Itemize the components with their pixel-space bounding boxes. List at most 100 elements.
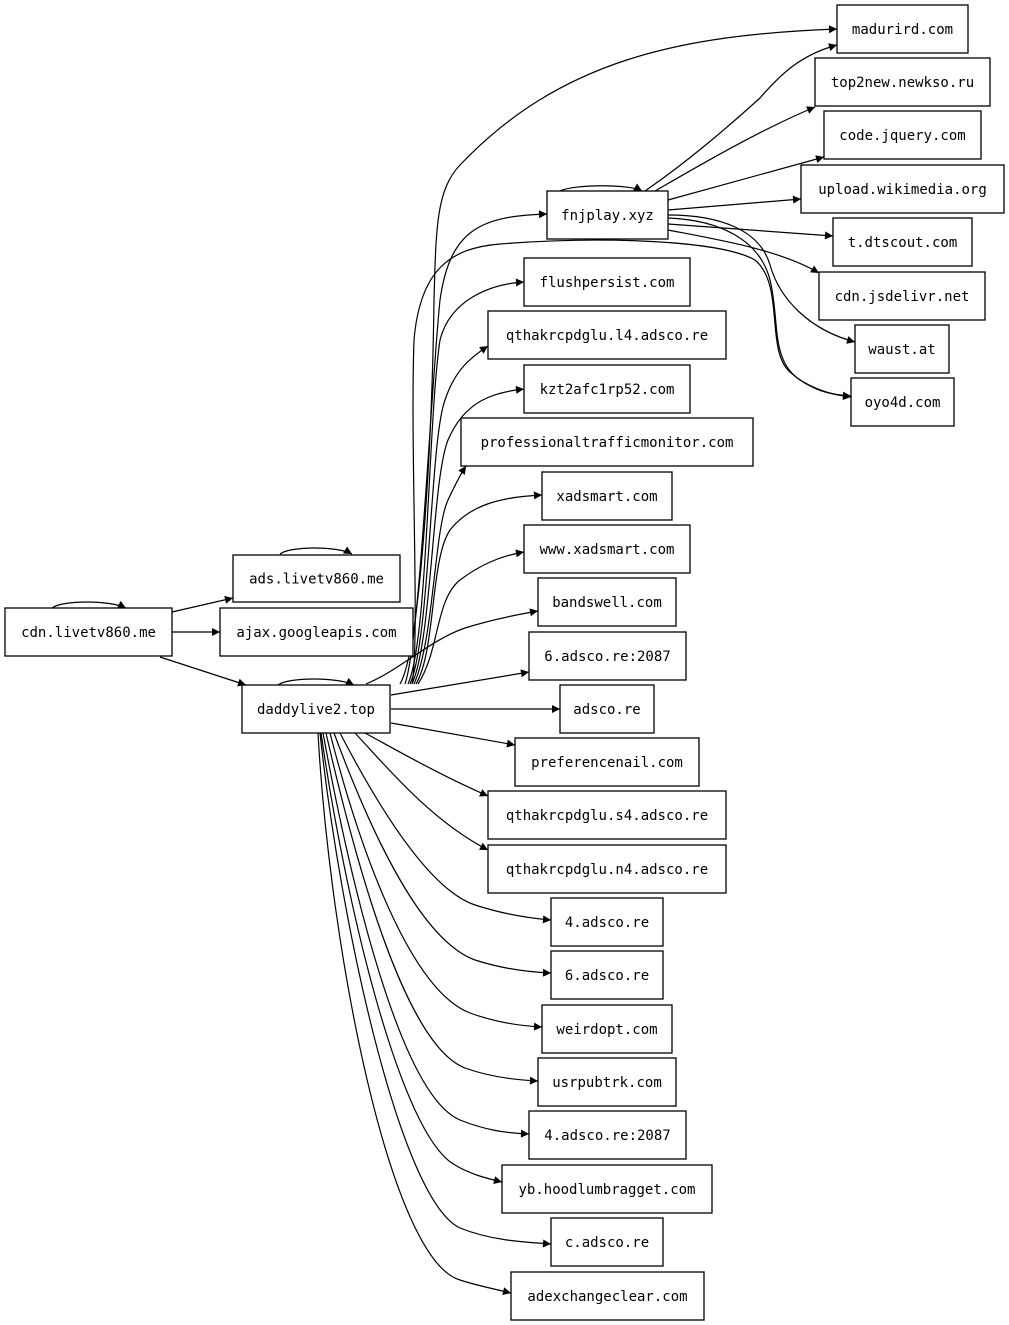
node-label: flushpersist.com [540,275,675,291]
node-label: t.dtscout.com [848,235,958,251]
node-www-xadsmart-com[interactable]: www.xadsmart.com [523,524,691,574]
node-box [487,310,727,360]
edge-daddylive2-to-yb-hoodlum [320,732,503,1185]
node-box [487,844,727,894]
edge-daddylive2-to-4-adsco-2087 [322,732,530,1138]
node-madurird-com[interactable]: madurird.com [836,4,969,54]
node-box [541,1004,673,1054]
node-label: waust.at [868,342,935,358]
edge-daddylive2-to-4-adsco [339,732,552,924]
node-qthakrcpdglu-n4-adsco-re[interactable]: qthakrcpdglu.n4.adsco.re [487,844,727,894]
node-4-adsco-re[interactable]: 4.adsco.re [550,897,664,947]
node-box [219,607,414,657]
node-4-adsco-re-2087[interactable]: 4.adsco.re:2087 [528,1110,687,1160]
node-qthakrcpdglu-l4-adsco-re[interactable]: qthakrcpdglu.l4.adsco.re [487,310,727,360]
edge-cdn-livetv-to-ads-livetv [171,595,234,613]
node-label: adexchangeclear.com [527,1289,687,1305]
node-ajax-googleapis-com[interactable]: ajax.googleapis.com [219,607,414,657]
edge-daddylive2-to-qthak-l4 [409,345,489,685]
node-box [800,164,1005,214]
edge-cdn-livetv-self [51,600,127,609]
node-label: kzt2afc1rp52.com [540,382,675,398]
node-cdn-jsdelivr-net[interactable]: cdn.jsdelivr.net [818,271,986,321]
edge-daddylive2-to-c-adsco [319,732,552,1248]
node-waust-at[interactable]: waust.at [854,324,950,374]
edge-daddylive2-to-madurird [399,25,838,685]
edge-fnjplay-self [559,183,643,192]
edge-fnjplay-to-oyo4d [667,217,852,400]
node-code-jquery-com[interactable]: code.jquery.com [823,110,982,160]
node-label: adsco.re [573,702,640,718]
node-box [528,1110,687,1160]
node-weirdopt-com[interactable]: weirdopt.com [541,1004,673,1054]
node-box [487,790,727,840]
node-preferencenail-com[interactable]: preferencenail.com [514,737,700,787]
edge-daddylive2-to-proftraffic [413,465,467,685]
node-oyo4d-com[interactable]: oyo4d.com [850,377,955,427]
node-box [836,4,969,54]
node-box [528,631,687,681]
node-6-adsco-re[interactable]: 6.adsco.re [550,950,664,1000]
node-usrpubtrk-com[interactable]: usrpubtrk.com [537,1057,677,1107]
node-label: preferencenail.com [531,755,683,771]
edge-daddylive2-to-preferencenail [390,722,516,748]
node-box [4,607,173,657]
node-label: weirdopt.com [556,1022,657,1038]
edge-daddylive2-self [277,677,355,686]
node-cdn-livetv860-me[interactable]: cdn.livetv860.me [4,607,173,657]
edge-fnjplay-to-madurird [644,43,838,192]
node-upload-wikimedia-org[interactable]: upload.wikimedia.org [800,164,1005,214]
node-adexchangeclear-com[interactable]: adexchangeclear.com [510,1271,705,1321]
node-yb-hoodlumbragget-com[interactable]: yb.hoodlumbragget.com [501,1164,713,1214]
node-box [850,377,955,427]
node-label: c.adsco.re [565,1235,649,1251]
node-box [514,737,700,787]
edge-daddylive2-to-xadsmart [415,491,543,685]
node-professionaltrafficmonitor-com[interactable]: professionaltrafficmonitor.com [460,417,754,467]
node-label: code.jquery.com [839,128,965,144]
node-label: xadsmart.com [556,489,657,505]
nodes-layer: cdn.livetv860.me ads.livetv860.meajax.goo… [4,4,1005,1321]
node-bandswell-com[interactable]: bandswell.com [537,577,677,627]
node-label: qthakrcpdglu.l4.adsco.re [506,328,708,344]
node-box [550,897,664,947]
node-box [241,684,391,734]
node-xadsmart-com[interactable]: xadsmart.com [541,471,673,521]
node-label: upload.wikimedia.org [818,182,987,198]
node-box [854,324,950,374]
edge-daddylive2-to-flushpersist [407,278,525,685]
node-label: 4.adsco.re [565,915,649,931]
node-adsco-re[interactable]: adsco.re [559,684,655,734]
node-flushpersist-com[interactable]: flushpersist.com [523,257,691,307]
edge-daddylive2-to-adexchange [317,732,512,1296]
node-t-dtscout-com[interactable]: t.dtscout.com [832,217,973,267]
node-6-adsco-re-2087[interactable]: 6.adsco.re:2087 [528,631,687,681]
node-ads-livetv860-me[interactable]: ads.livetv860.me [232,554,401,603]
node-label: www.xadsmart.com [540,542,675,558]
edge-fnjplay-to-code-jquery [667,155,825,201]
node-label: yb.hoodlumbragget.com [518,1182,695,1198]
node-label: daddylive2.top [257,702,375,718]
node-box [523,257,691,307]
edge-daddylive2-to-kzt2afc [411,385,525,685]
node-label: cdn.jsdelivr.net [835,289,970,305]
edge-daddylive2-to-oyo4d [411,239,852,685]
node-daddylive2-top[interactable]: daddylive2.top [241,684,391,734]
node-label: oyo4d.com [865,395,941,411]
node-box [823,110,982,160]
node-box [546,190,669,240]
edges-layer [51,25,856,1296]
node-fnjplay-xyz[interactable]: fnjplay.xyz [546,190,669,240]
edge-daddylive2-to-bandswell [365,608,539,685]
edge-daddylive2-to-weirdopt [329,732,543,1031]
node-qthakrcpdglu-s4-adsco-re[interactable]: qthakrcpdglu.s4.adsco.re [487,790,727,840]
node-box [523,364,691,414]
edge-daddylive2-to-qthak-n4 [354,732,489,851]
edge-daddylive2-to-qthak-s4 [364,732,489,797]
node-label: qthakrcpdglu.n4.adsco.re [506,862,708,878]
node-top2new-newkso-ru[interactable]: top2new.newkso.ru [814,57,991,107]
edge-fnjplay-to-t-dtscout [667,223,834,240]
node-kzt2afc1rp52-com[interactable]: kzt2afc1rp52.com [523,364,691,414]
node-box [232,554,401,603]
node-c-adsco-re[interactable]: c.adsco.re [550,1217,664,1267]
